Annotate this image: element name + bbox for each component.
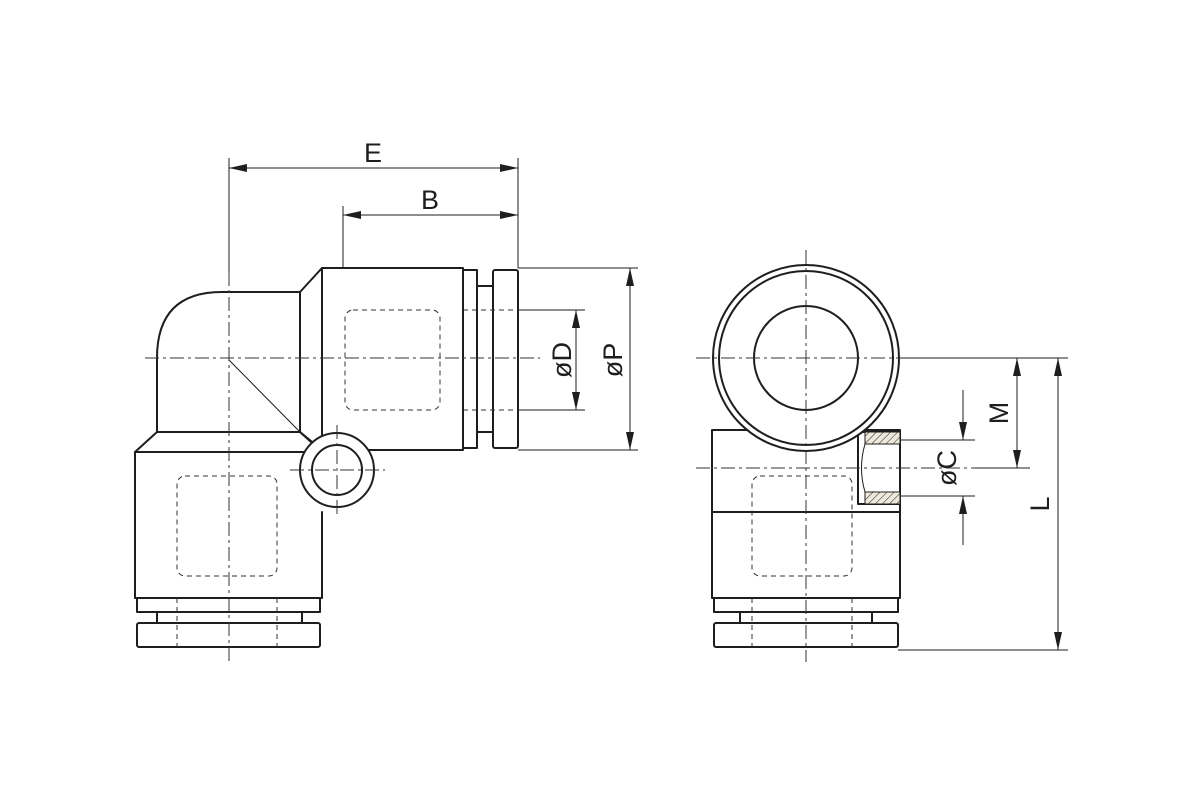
end-view-bore-hidden [751,475,853,577]
internal-diagonal-edge [228,359,301,433]
dim-e-arrow-right [500,164,518,172]
dim-d-arrow-bottom [572,392,580,410]
dimension-e: E [228,138,519,272]
dimension-p: øP [518,267,638,451]
dim-m-arrow-top [1013,358,1021,376]
dimension-c: øC [900,390,975,545]
dimension-d: øD [518,309,585,411]
dimension-l: L [898,357,1068,651]
dim-l-arrow-bottom [1054,632,1062,650]
dim-e-arrow-left [229,164,247,172]
elbow-end-view [696,250,975,662]
dim-c-arrow-bottom [959,496,967,514]
dim-d-arrow-top [572,310,580,328]
horizontal-bore-hidden [344,309,441,411]
dim-m-label: M [984,402,1014,425]
dim-e-label: E [364,138,382,168]
side-port-hatch-top [864,431,901,445]
dim-d-label: øD [547,342,577,378]
dim-l-arrow-top [1054,358,1062,376]
dim-p-arrow-top [626,268,634,286]
dim-p-label: øP [598,343,628,378]
dim-m-arrow-bottom [1013,450,1021,468]
horizontal-body-outline [299,267,464,451]
dim-b-arrow-right [500,211,518,219]
dim-b-label: B [421,185,439,215]
dim-b-arrow-left [343,211,361,219]
dim-c-label: øC [932,450,962,486]
horizontal-collet-ring [462,269,478,449]
dim-p-arrow-bottom [626,432,634,450]
dim-l-label: L [1025,496,1055,511]
elbow-side-view [134,267,540,662]
side-port-inner-curve [861,443,866,493]
dimension-b: B [342,185,518,268]
vertical-bore-hidden [176,475,278,577]
dimension-m: M [900,357,1030,469]
side-port-hatch-bottom [864,491,901,505]
elbow-corner-outline [156,291,301,433]
horizontal-release-button [492,269,519,449]
dim-c-arrow-top [959,422,967,440]
